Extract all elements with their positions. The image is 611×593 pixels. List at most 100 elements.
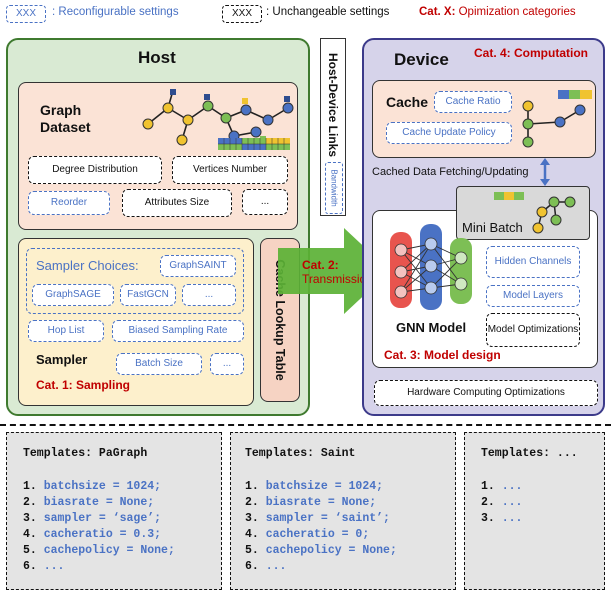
template-card-pagraph: Templates: PaGraph 1. batchsize = 1024; … xyxy=(6,432,222,590)
hidden-channels-box[interactable]: Hidden Channels xyxy=(486,246,580,278)
template-line: 4. cacheratio = 0; xyxy=(245,527,397,543)
template-line: 4. cacheratio = 0.3; xyxy=(23,527,175,543)
legend-category-key: Cat. X: xyxy=(419,6,456,18)
cache-ratio-box[interactable]: Cache Ratio xyxy=(434,91,512,113)
template-line-code: ... xyxy=(501,512,523,525)
cat3-label: Cat. 3: Model design xyxy=(384,348,501,362)
dataset-more-box: ... xyxy=(242,189,288,215)
template-line-number: 6. xyxy=(23,560,44,573)
template-lines: 1. batchsize = 1024; 2. biasrate = None;… xyxy=(245,479,397,575)
cache-title: Cache xyxy=(386,94,429,110)
template-line-code: batchsize = 1024; xyxy=(43,480,162,493)
template-lines: 1. ... 2. ... 3. ... xyxy=(481,479,522,527)
mini-batch-label: Mini Batch xyxy=(462,220,523,235)
template-line-code: ... xyxy=(43,560,65,573)
template-lines: 1. batchsize = 1024; 2. biasrate = None;… xyxy=(23,479,175,575)
legend-reconfigurable-sample: XXX xyxy=(6,5,46,23)
host-title: Host xyxy=(138,48,176,67)
template-line-number: 1. xyxy=(23,480,44,493)
template-line: 3. ... xyxy=(481,511,522,527)
template-line-number: 4. xyxy=(245,528,266,541)
cache-graph-illustration xyxy=(522,90,592,148)
template-title: Templates: Saint xyxy=(245,447,356,460)
fastgcn-option[interactable]: FastGCN xyxy=(120,284,176,306)
template-line: 2. ... xyxy=(481,495,522,511)
gnn-model-title: GNN Model xyxy=(396,320,467,335)
template-line: 3. sampler = ‘saint’; xyxy=(245,511,397,527)
template-line-code: batchsize = 1024; xyxy=(265,480,384,493)
template-line-number: 1. xyxy=(245,480,266,493)
template-title: Templates: PaGraph xyxy=(23,447,148,460)
sampler-title: Sampler xyxy=(36,352,88,367)
template-line-code: cacheratio = 0.3; xyxy=(43,528,162,541)
reorder-box[interactable]: Reorder xyxy=(28,191,110,215)
template-line-code: biasrate = None; xyxy=(43,496,155,509)
bandwidth-box xyxy=(325,162,343,214)
template-line: 1. batchsize = 1024; xyxy=(245,479,397,495)
template-line-code: ... xyxy=(501,496,523,509)
template-line: 3. sampler = ‘sage’; xyxy=(23,511,175,527)
cat4-label: Cat. 4: Computation xyxy=(474,46,588,60)
template-line-number: 4. xyxy=(23,528,44,541)
template-line-code: ... xyxy=(501,480,523,493)
device-title: Device xyxy=(394,50,449,69)
vertices-number-box: Vertices Number xyxy=(172,156,288,184)
legend-category-text: Opimization categories xyxy=(455,6,576,18)
template-line-code: ... xyxy=(265,560,287,573)
legend-unchangeable-text: : Unchangeable settings xyxy=(266,6,390,18)
template-line-number: 6. xyxy=(245,560,266,573)
mini-batch-graph-icon xyxy=(494,192,576,234)
host-device-links-label: Host-Device Links xyxy=(326,52,340,158)
hop-list-box[interactable]: Hop List xyxy=(28,320,104,342)
cache-update-policy-box[interactable]: Cache Update Policy xyxy=(386,122,512,144)
gnn-network-illustration xyxy=(390,224,472,310)
sampler-choices-group xyxy=(26,248,244,314)
bandwidth-label: Bandwidth xyxy=(329,169,339,207)
legend-category: Cat. X: Opimization categories xyxy=(419,6,576,18)
section-divider xyxy=(0,424,611,426)
batch-size-box[interactable]: Batch Size xyxy=(116,353,202,375)
template-line: 6. ... xyxy=(23,559,175,575)
transmission-label: Transmission xyxy=(302,272,373,286)
graphsage-option[interactable]: GraphSAGE xyxy=(32,284,114,306)
template-line: 2. biasrate = None; xyxy=(23,495,175,511)
template-line: 6. ... xyxy=(245,559,397,575)
template-line-code: sampler = ‘saint’; xyxy=(265,512,390,525)
template-line-code: cachepolicy = None; xyxy=(43,544,175,557)
template-line-number: 2. xyxy=(245,496,266,509)
template-line-code: cacheratio = 0; xyxy=(265,528,370,541)
template-line-number: 3. xyxy=(23,512,44,525)
model-optimizations-box: Model Optimizations xyxy=(486,313,580,347)
template-line-number: 5. xyxy=(245,544,266,557)
sampler-choices-label: Sampler Choices: xyxy=(36,258,139,273)
template-line: 5. cachepolicy = None; xyxy=(245,543,397,559)
cat2-label: Cat. 2: xyxy=(302,258,339,272)
template-line: 5. cachepolicy = None; xyxy=(23,543,175,559)
hardware-computing-box: Hardware Computing Optimizations xyxy=(374,380,598,406)
graphsaint-option[interactable]: GraphSAINT xyxy=(160,255,236,277)
legend-reconfigurable-text: : Reconfigurable settings xyxy=(52,6,179,18)
feature-matrix-icon xyxy=(218,138,290,150)
template-line-number: 2. xyxy=(481,496,502,509)
template-line-number: 1. xyxy=(481,480,502,493)
template-card-saint: Templates: Saint 1. batchsize = 1024; 2.… xyxy=(230,432,456,590)
template-title: Templates: ... xyxy=(481,447,578,460)
model-layers-box[interactable]: Model Layers xyxy=(486,285,580,307)
sampler-more-box[interactable]: ... xyxy=(210,353,244,375)
template-line-number: 2. xyxy=(23,496,44,509)
template-line-number: 5. xyxy=(23,544,44,557)
sampler-more-option[interactable]: ... xyxy=(182,284,236,306)
attributes-size-box: Attributes Size xyxy=(122,189,232,217)
cached-data-fetching-label: Cached Data Fetching/Updating xyxy=(372,166,529,178)
template-line-code: cachepolicy = None; xyxy=(265,544,397,557)
cat1-label: Cat. 1: Sampling xyxy=(36,378,131,392)
degree-distribution-box: Degree Distribution xyxy=(28,156,162,184)
template-line-number: 3. xyxy=(245,512,266,525)
template-line: 1. ... xyxy=(481,479,522,495)
biased-sampling-rate-box[interactable]: Biased Sampling Rate xyxy=(112,320,244,342)
template-card-more: Templates: ... 1. ... 2. ... 3. ... xyxy=(464,432,605,590)
template-line-code: biasrate = None; xyxy=(265,496,377,509)
legend-unchangeable-sample: XXX xyxy=(222,5,262,23)
template-line-code: sampler = ‘sage’; xyxy=(43,512,162,525)
template-line: 2. biasrate = None; xyxy=(245,495,397,511)
